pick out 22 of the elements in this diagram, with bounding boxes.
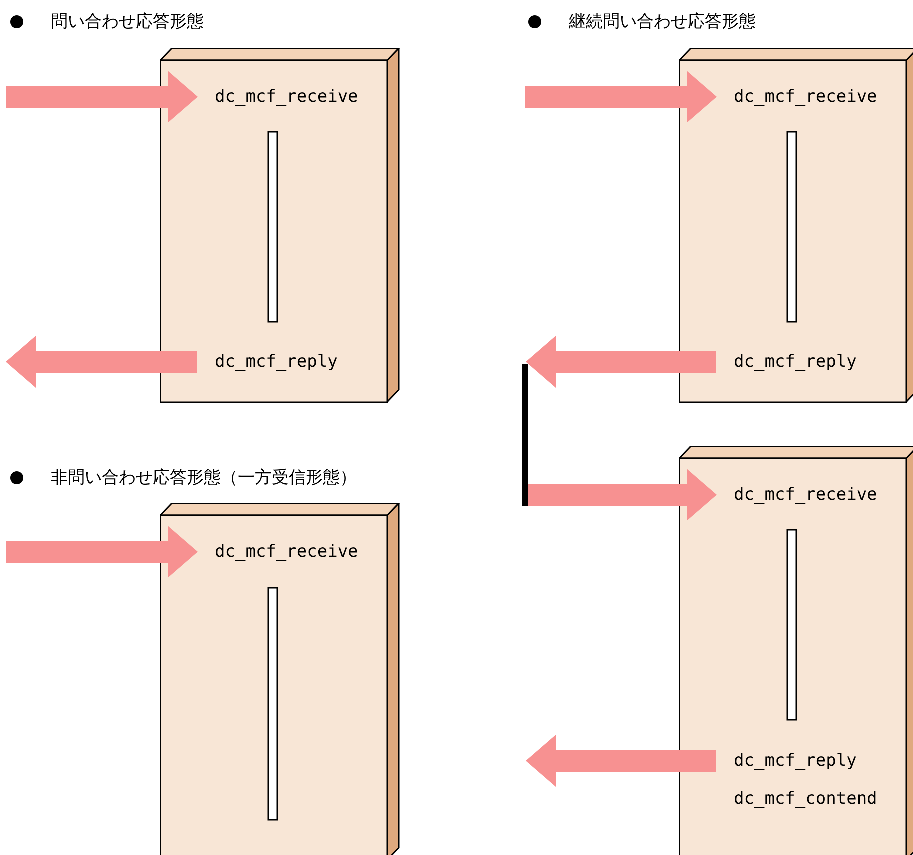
function-name: dc_mcf_contend xyxy=(734,788,878,810)
process-box xyxy=(679,48,913,403)
process-box xyxy=(679,446,913,855)
function-name: dc_mcf_reply xyxy=(215,351,338,373)
function-name: dc_mcf_reply xyxy=(734,351,857,373)
function-name: dc_mcf_receive xyxy=(215,541,358,563)
arrow xyxy=(6,526,198,578)
function-name: dc_mcf_receive xyxy=(734,484,878,506)
process-box xyxy=(160,503,400,855)
arrow xyxy=(528,469,717,521)
arrow xyxy=(526,735,716,787)
arrow xyxy=(526,336,716,388)
function-name: dc_mcf_receive xyxy=(734,86,878,108)
section-heading: 問い合わせ応答形態 xyxy=(51,11,204,33)
section-heading: 非問い合わせ応答形態（一方受信形態） xyxy=(51,467,357,489)
function-name: dc_mcf_reply xyxy=(734,750,857,772)
arrow xyxy=(6,336,197,388)
section-heading: 継続問い合わせ応答形態 xyxy=(569,11,756,33)
arrow xyxy=(6,71,198,123)
arrow xyxy=(525,71,717,123)
function-name: dc_mcf_receive xyxy=(215,86,358,108)
process-box xyxy=(160,48,400,403)
